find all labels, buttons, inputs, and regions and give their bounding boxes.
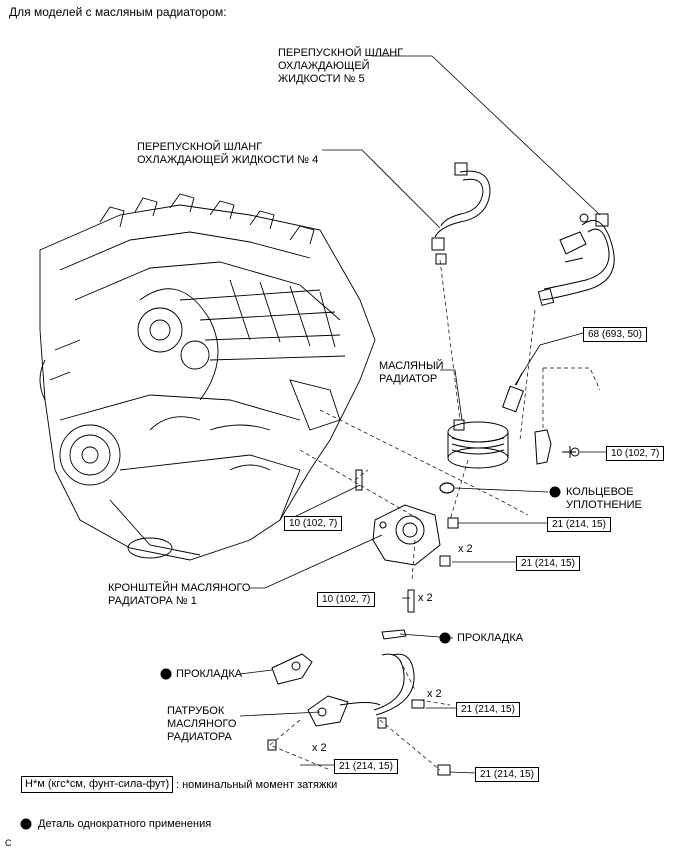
engine-illustration	[39, 193, 376, 561]
torque-spec-stud-engine: 10 (102, 7)	[284, 516, 343, 531]
torque-spec-bracket-bolt-a: 21 (214, 15)	[547, 517, 611, 532]
bypass-hose-5	[537, 213, 615, 306]
leader-lines	[239, 55, 606, 774]
torque-spec-stud-bracket: 10 (102, 7)	[317, 592, 376, 607]
label-o-ring: КОЛЬЦЕВОЕ УПЛОТНЕНИЕ	[566, 486, 642, 511]
legend-nonreusable: Деталь однократного применения	[38, 818, 212, 830]
clamp-bracket	[534, 429, 580, 465]
multiplier-stud: x 2	[418, 592, 433, 604]
label-oil-cooler: МАСЛЯНЫЙ РАДИАТОР	[379, 360, 444, 385]
label-gasket-right: ПРОКЛАДКА	[457, 632, 524, 644]
bypass-hose-4	[431, 162, 491, 265]
figure-code: C	[5, 838, 12, 848]
gasket-left-part	[271, 653, 313, 685]
torque-spec-pipe-nut: 21 (214, 15)	[456, 702, 520, 717]
torque-spec-clamp-bolt: 10 (102, 7)	[606, 446, 665, 461]
torque-spec-bracket-bolt-b: 21 (214, 15)	[516, 556, 580, 571]
gasket-right-part	[381, 629, 407, 640]
torque-spec-pipe-bolt-right: 21 (214, 15)	[475, 767, 539, 782]
multiplier-bracket-bolt: x 2	[458, 543, 473, 555]
torque-spec-union-bolt: 68 (693, 50)	[583, 327, 647, 342]
union-bolt	[502, 372, 524, 413]
legend-torque-unit: Н*м (кгс*см, фунт-сила-фут)	[21, 776, 174, 793]
label-oil-cooler-bracket: КРОНШТЕЙН МАСЛЯНОГО РАДИАТОРА № 1	[108, 582, 251, 607]
label-bypass-hose-5: ПЕРЕПУСКНОЙ ШЛАНГ ОХЛАЖДАЮЩЕЙ ЖИДКОСТИ №…	[278, 47, 404, 85]
multiplier-pipe-nut: x 2	[427, 688, 442, 700]
label-oil-cooler-pipe: ПАТРУБОК МАСЛЯНОГО РАДИАТОРА	[167, 705, 237, 743]
label-bypass-hose-4: ПЕРЕПУСКНОЙ ШЛАНГ ОХЛАЖДАЮЩЕЙ ЖИДКОСТИ №…	[137, 141, 319, 166]
page-title: Для моделей с масляным радиатором:	[9, 5, 227, 19]
oil-cooler-pipe	[267, 653, 451, 776]
oil-cooler	[447, 419, 509, 469]
nonreusable-markers	[20, 486, 561, 830]
torque-spec-pipe-bolt-left: 21 (214, 15)	[334, 759, 398, 774]
multiplier-pipe-bolt: x 2	[312, 742, 327, 754]
legend-torque-desc: : номинальный момент затяжки	[176, 779, 338, 791]
oil-cooler-bracket	[355, 469, 459, 613]
o-ring-part	[439, 482, 455, 494]
label-gasket-left: ПРОКЛАДКА	[176, 668, 243, 680]
